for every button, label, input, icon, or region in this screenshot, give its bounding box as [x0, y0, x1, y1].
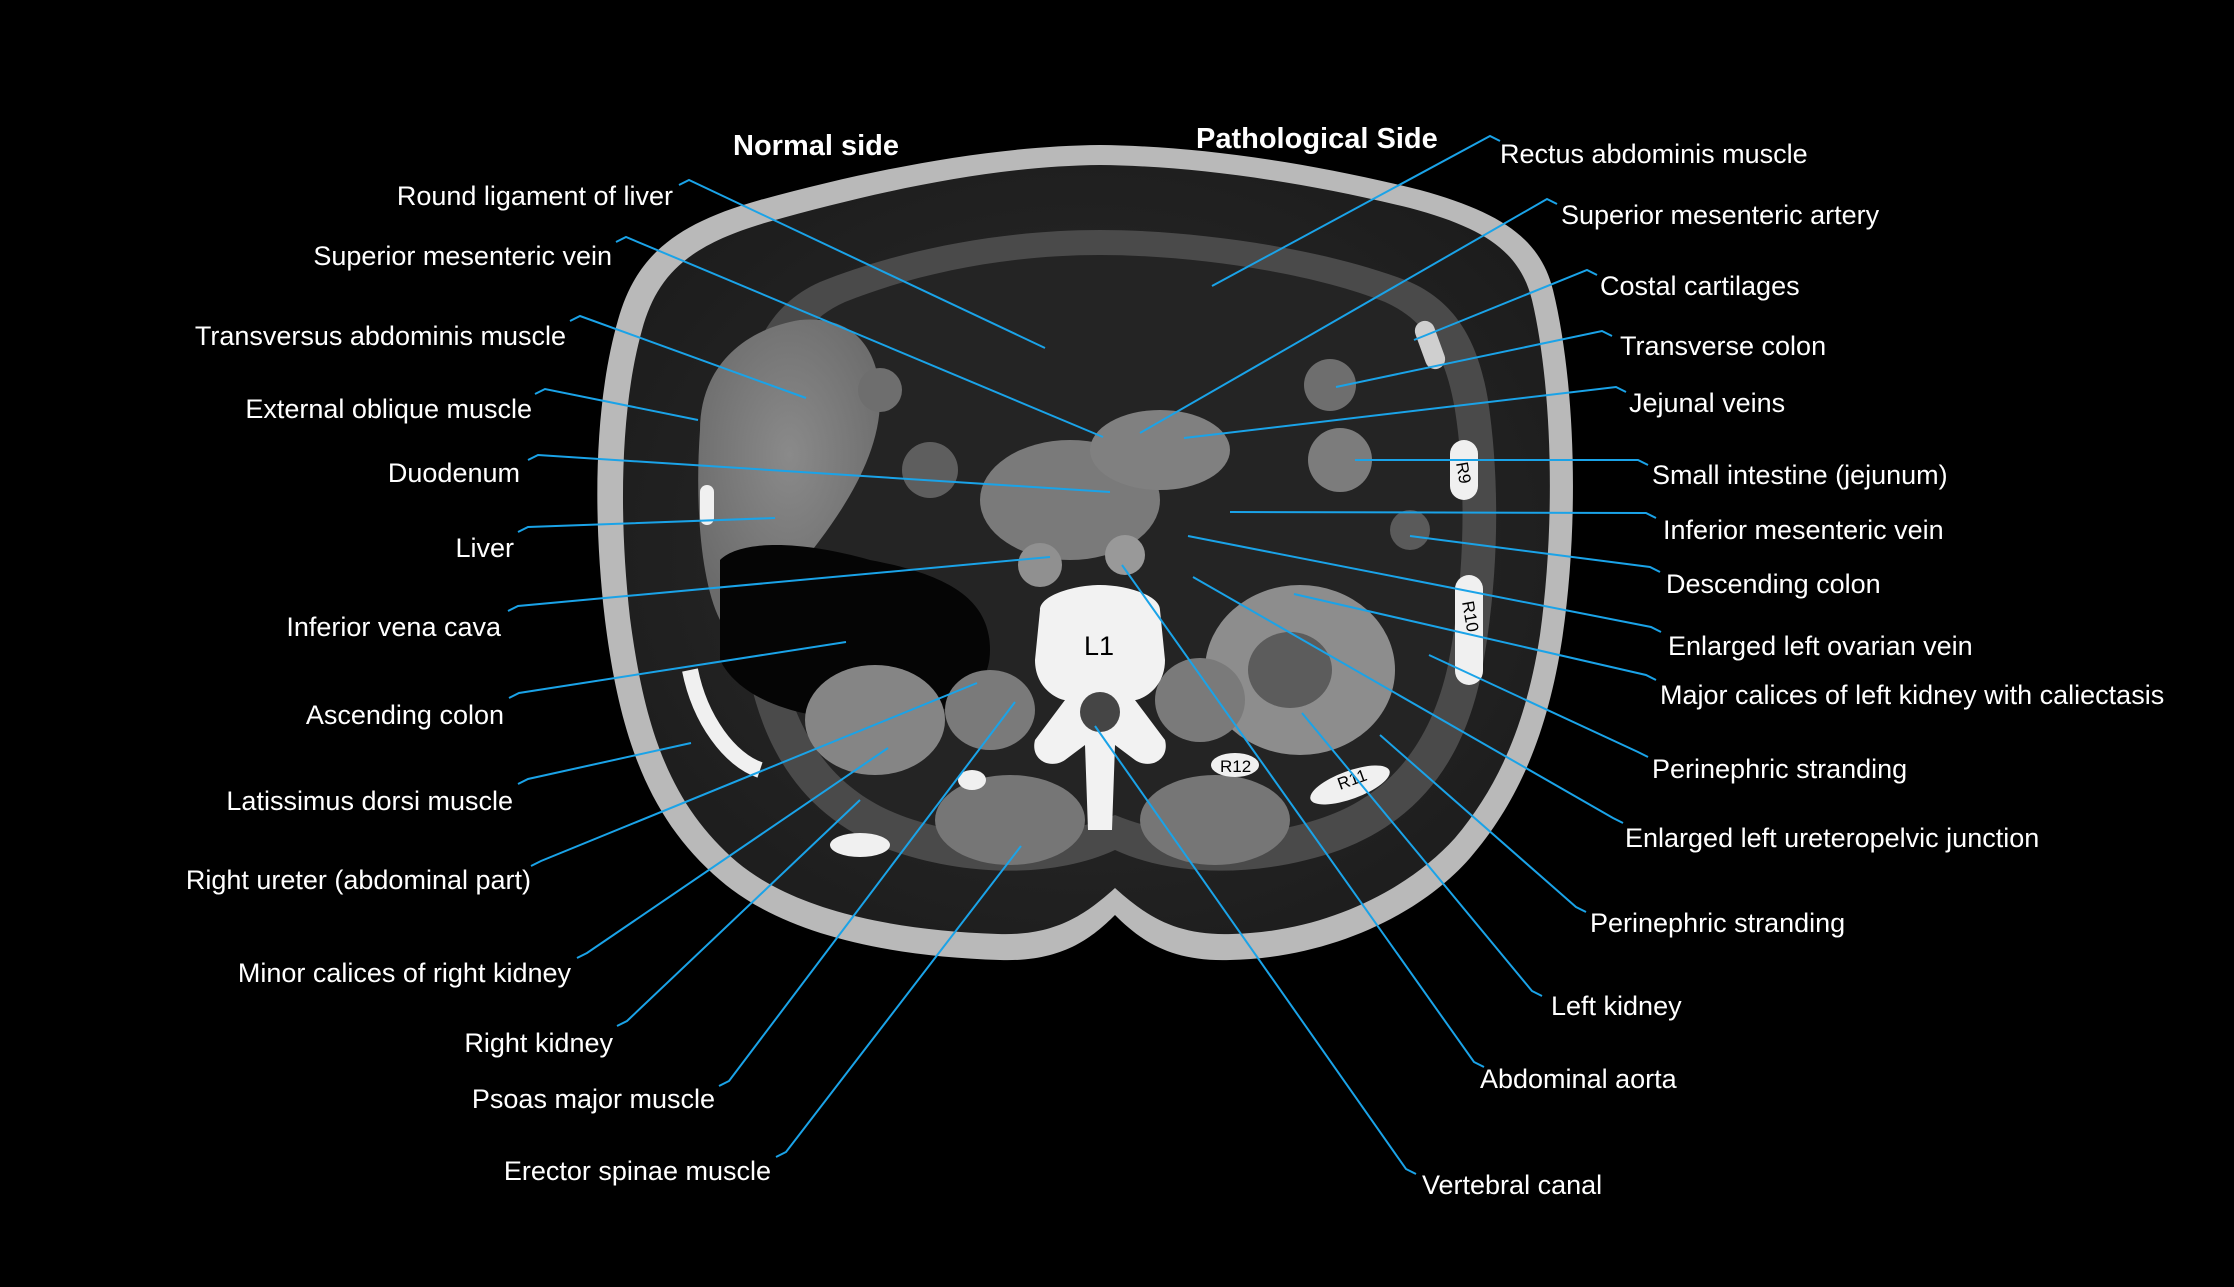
right-colon-loop	[902, 442, 958, 498]
label-sup-mesenteric-artery: Superior mesenteric artery	[1561, 200, 1880, 230]
rib-right-upper	[700, 485, 714, 525]
label-external-oblique: External oblique muscle	[245, 394, 532, 424]
leader-transverse-colon	[1335, 329, 1613, 388]
ascending-colon	[720, 545, 990, 720]
label-ovarian-vein: Enlarged left ovarian vein	[1668, 631, 1973, 661]
label-descending-colon: Descending colon	[1666, 569, 1881, 599]
leader-latissimus	[517, 742, 692, 785]
ct-scan-image: L1 R9 R10 R11 R12	[597, 145, 1573, 961]
leader-transversus	[569, 314, 807, 399]
label-transversus: Transversus abdominis muscle	[195, 321, 566, 351]
label-jejunal-veins: Jejunal veins	[1629, 388, 1785, 418]
leader-small-intestine	[1355, 459, 1649, 466]
rib-r9-label: R9	[1452, 460, 1474, 485]
label-small-intestine: Small intestine (jejunum)	[1652, 460, 1948, 490]
jejunum-loop	[1308, 428, 1372, 492]
label-erector-spinae: Erector spinae muscle	[504, 1156, 771, 1186]
right-erector-spinae	[935, 775, 1085, 865]
label-costal-cartilages: Costal cartilages	[1600, 271, 1800, 301]
label-rectus: Rectus abdominis muscle	[1500, 139, 1808, 169]
leader-perinephric-2	[1379, 734, 1587, 913]
leader-minor-calices	[576, 747, 889, 959]
leader-sup-mesenteric-vein	[615, 235, 1104, 438]
vertebra-label: L1	[1084, 631, 1114, 661]
header-pathological-side: Pathological Side	[1196, 123, 1438, 155]
leader-aorta	[1121, 564, 1485, 1068]
mesenteric-region	[1090, 410, 1230, 490]
leader-perinephric-1	[1428, 654, 1649, 758]
rib-right-mid	[958, 770, 986, 790]
label-psoas: Psoas major muscle	[472, 1084, 715, 1114]
label-perinephric-2: Perinephric stranding	[1590, 908, 1845, 938]
rib-r10	[1455, 575, 1483, 685]
leader-right-ureter	[530, 682, 978, 867]
vertebral-canal	[1080, 692, 1120, 732]
leader-costal-cartilages	[1413, 268, 1598, 341]
label-vertebral-canal: Vertebral canal	[1422, 1170, 1602, 1200]
left-erector-spinae	[1140, 775, 1290, 865]
rib-r11	[1310, 765, 1390, 805]
header-normal-side: Normal side	[733, 130, 899, 162]
rib-right-posterior	[830, 833, 890, 857]
label-right-ureter: Right ureter (abdominal part)	[186, 865, 531, 895]
label-left-kidney: Left kidney	[1551, 991, 1682, 1021]
leader-lines-left	[507, 178, 1111, 1158]
leader-erector-spinae	[775, 845, 1022, 1158]
leader-jejunal-veins	[1183, 385, 1627, 439]
label-perinephric-1: Perinephric stranding	[1652, 754, 1907, 784]
leader-external-oblique	[534, 387, 699, 421]
leader-descending-colon	[1409, 535, 1661, 573]
label-liver: Liver	[455, 533, 514, 563]
label-inf-mesenteric-vein: Inferior mesenteric vein	[1663, 515, 1944, 545]
descending-colon	[1390, 510, 1430, 550]
leader-right-kidney	[616, 799, 861, 1027]
rib-r12	[1211, 753, 1259, 777]
right-kidney	[805, 665, 945, 775]
leader-major-calices	[1293, 593, 1657, 681]
rib-r9	[1450, 440, 1478, 500]
leader-duodenum	[527, 453, 1111, 493]
label-minor-calices: Minor calices of right kidney	[238, 958, 572, 988]
ivc	[1018, 543, 1062, 587]
leader-liver	[517, 517, 776, 533]
left-renal-pelvis	[1248, 632, 1332, 708]
label-ureteropelvic: Enlarged left ureteropelvic junction	[1625, 823, 2039, 853]
left-psoas	[1155, 658, 1245, 742]
label-sup-mesenteric-vein: Superior mesenteric vein	[313, 241, 612, 271]
transverse-colon	[1304, 359, 1356, 411]
leader-left-kidney	[1301, 712, 1543, 997]
rib-r12-label: R12	[1220, 757, 1251, 776]
label-aorta: Abdominal aorta	[1480, 1064, 1678, 1094]
leader-sup-mesenteric-artery	[1139, 197, 1558, 434]
leader-ivc	[507, 556, 1051, 612]
label-right-kidney: Right kidney	[464, 1028, 613, 1058]
labels-left: Round ligament of liver Superior mesente…	[186, 181, 771, 1186]
leader-ureteropelvic	[1192, 576, 1624, 824]
label-duodenum: Duodenum	[388, 458, 520, 488]
liver	[698, 319, 880, 620]
labels-right: Rectus abdominis muscle Superior mesente…	[1422, 139, 2164, 1200]
right-psoas	[945, 670, 1035, 750]
right-bowel-loop	[858, 368, 902, 412]
label-transverse-colon: Transverse colon	[1620, 331, 1826, 361]
label-ivc: Inferior vena cava	[286, 612, 502, 642]
rib-right-lower	[682, 668, 763, 778]
leader-inf-mesenteric-vein	[1229, 511, 1657, 519]
leader-round-ligament	[678, 178, 1046, 349]
leader-ovarian-vein	[1187, 535, 1662, 633]
label-round-ligament: Round ligament of liver	[397, 181, 673, 211]
leader-ascending-colon	[508, 641, 847, 699]
leader-lines-right	[1094, 134, 1662, 1175]
leader-vertebral-canal	[1094, 725, 1417, 1175]
label-major-calices: Major calices of left kidney with caliec…	[1660, 680, 2164, 710]
leader-psoas	[718, 701, 1016, 1087]
aorta	[1105, 535, 1145, 575]
leader-rectus	[1211, 134, 1501, 287]
label-ascending-colon: Ascending colon	[306, 700, 504, 730]
label-latissimus: Latissimus dorsi muscle	[226, 786, 513, 816]
costal-cartilage	[1414, 320, 1446, 370]
